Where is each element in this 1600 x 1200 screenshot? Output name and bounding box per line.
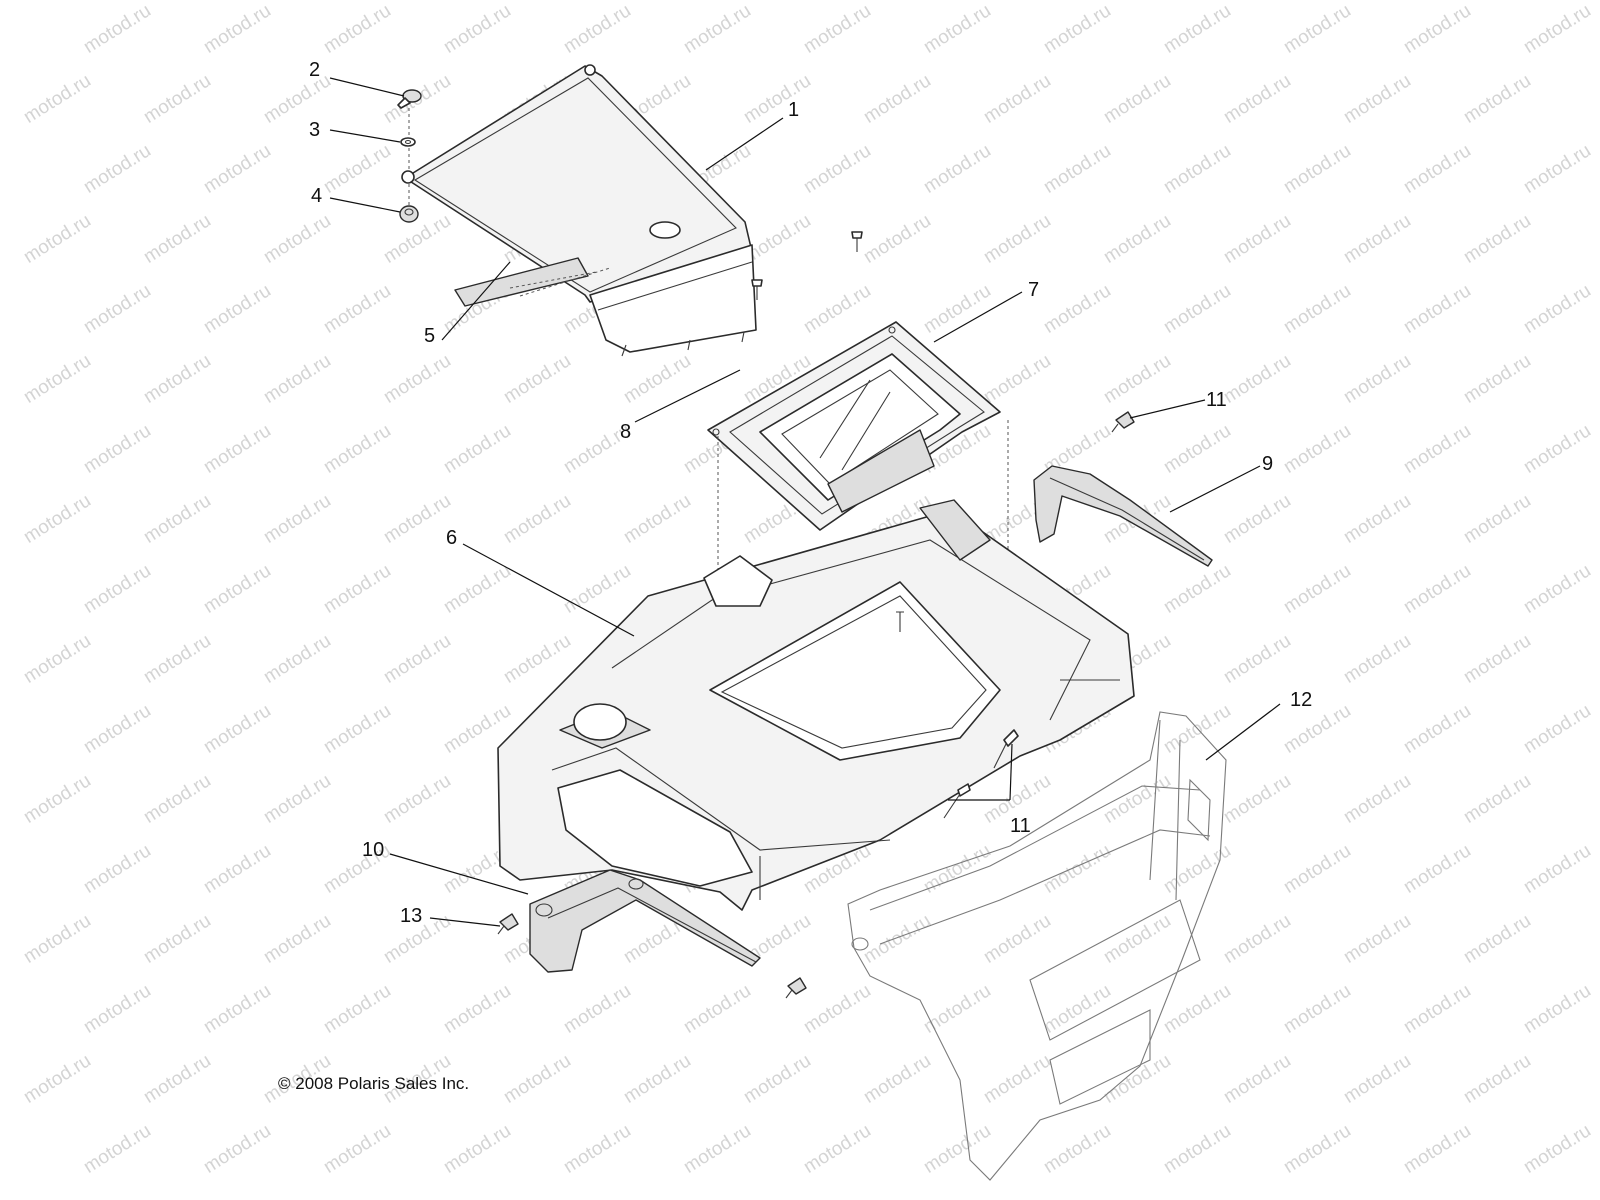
part-7-storage-box	[707, 321, 1001, 531]
part-4-grommet	[399, 205, 419, 223]
part-8-bolts	[751, 231, 863, 300]
callout-3: 3	[309, 119, 321, 141]
callout-8: 8	[620, 421, 632, 443]
part-13-front-bumper	[847, 711, 1227, 1181]
callout-9: 9	[1262, 453, 1274, 475]
callout-13: 12	[1290, 689, 1313, 711]
part-2-knob	[397, 89, 422, 109]
part-1-storage-lid	[401, 64, 757, 357]
part-12-screws	[943, 729, 1019, 819]
leader-lines	[329, 77, 1281, 927]
callout-11-upper: 11	[1206, 389, 1227, 411]
callout-1: 1	[788, 99, 800, 121]
callout-11-lower: 13	[400, 905, 423, 927]
part-3-washer	[400, 137, 416, 147]
callout-10: 10	[362, 839, 385, 861]
copyright-notice: © 2008 Polaris Sales Inc.	[278, 1074, 470, 1093]
part-5-decal	[454, 257, 611, 307]
callout-5: 5	[424, 325, 436, 347]
part-6-hood	[497, 499, 1135, 911]
part-10-fender-flare-left	[529, 869, 761, 973]
callout-12: 11	[1010, 815, 1031, 837]
callout-6: 6	[446, 527, 458, 549]
part-11-rivets	[497, 411, 1135, 999]
callout-2: 2	[309, 59, 321, 81]
callout-7: 7	[1028, 279, 1040, 301]
callout-4: 4	[311, 185, 323, 207]
part-9-fender-flare-right	[1033, 465, 1213, 567]
